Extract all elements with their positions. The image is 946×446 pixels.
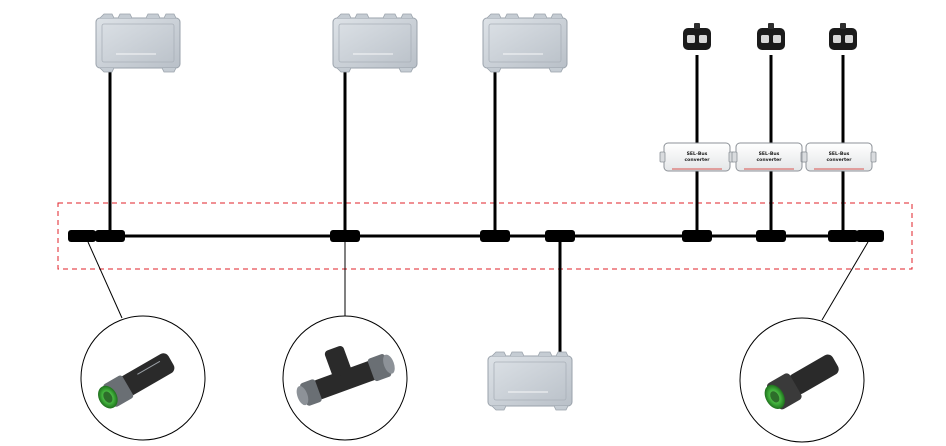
tee-connector-icon xyxy=(682,230,712,242)
tee-connector-icon xyxy=(330,230,360,242)
sensor-keypad-icon xyxy=(829,23,857,50)
controller-module-icon xyxy=(487,351,573,411)
tee-connector-icon xyxy=(828,230,858,242)
terminator-icon xyxy=(856,230,884,242)
controller-module-icon xyxy=(482,13,568,73)
tee-connector-icon xyxy=(95,230,125,242)
m12-plug-icon xyxy=(80,315,206,441)
bus-segment-frame xyxy=(57,202,913,270)
sel-bus-converter-icon: SEL-Bus converter xyxy=(731,142,807,172)
callout-leaders xyxy=(87,241,869,321)
converter-label-line2: converter xyxy=(826,157,852,163)
converter-label-line1: SEL-Bus xyxy=(829,151,850,157)
sensor-keypad-icon xyxy=(757,23,785,50)
tee-connector-icon xyxy=(545,230,575,242)
tee-connector-icon xyxy=(756,230,786,242)
converter-label-line1: SEL-Bus xyxy=(687,151,708,157)
controller-module-icon xyxy=(332,13,418,73)
drop-lines xyxy=(108,55,845,360)
controller-module-icon xyxy=(95,13,181,73)
tee-connector-icon xyxy=(480,230,510,242)
terminator-icon xyxy=(68,230,96,242)
converter-label-line2: converter xyxy=(684,157,710,163)
m12-tee-icon xyxy=(282,315,408,441)
converter-label-line1: SEL-Bus xyxy=(759,151,780,157)
m12-socket-icon xyxy=(739,317,865,443)
sensor-keypad-icon xyxy=(683,23,711,50)
sel-bus-converter-icon: SEL-Bus converter xyxy=(801,142,877,172)
sel-bus-converter-icon: SEL-Bus converter xyxy=(659,142,735,172)
converter-label-line2: converter xyxy=(756,157,782,163)
